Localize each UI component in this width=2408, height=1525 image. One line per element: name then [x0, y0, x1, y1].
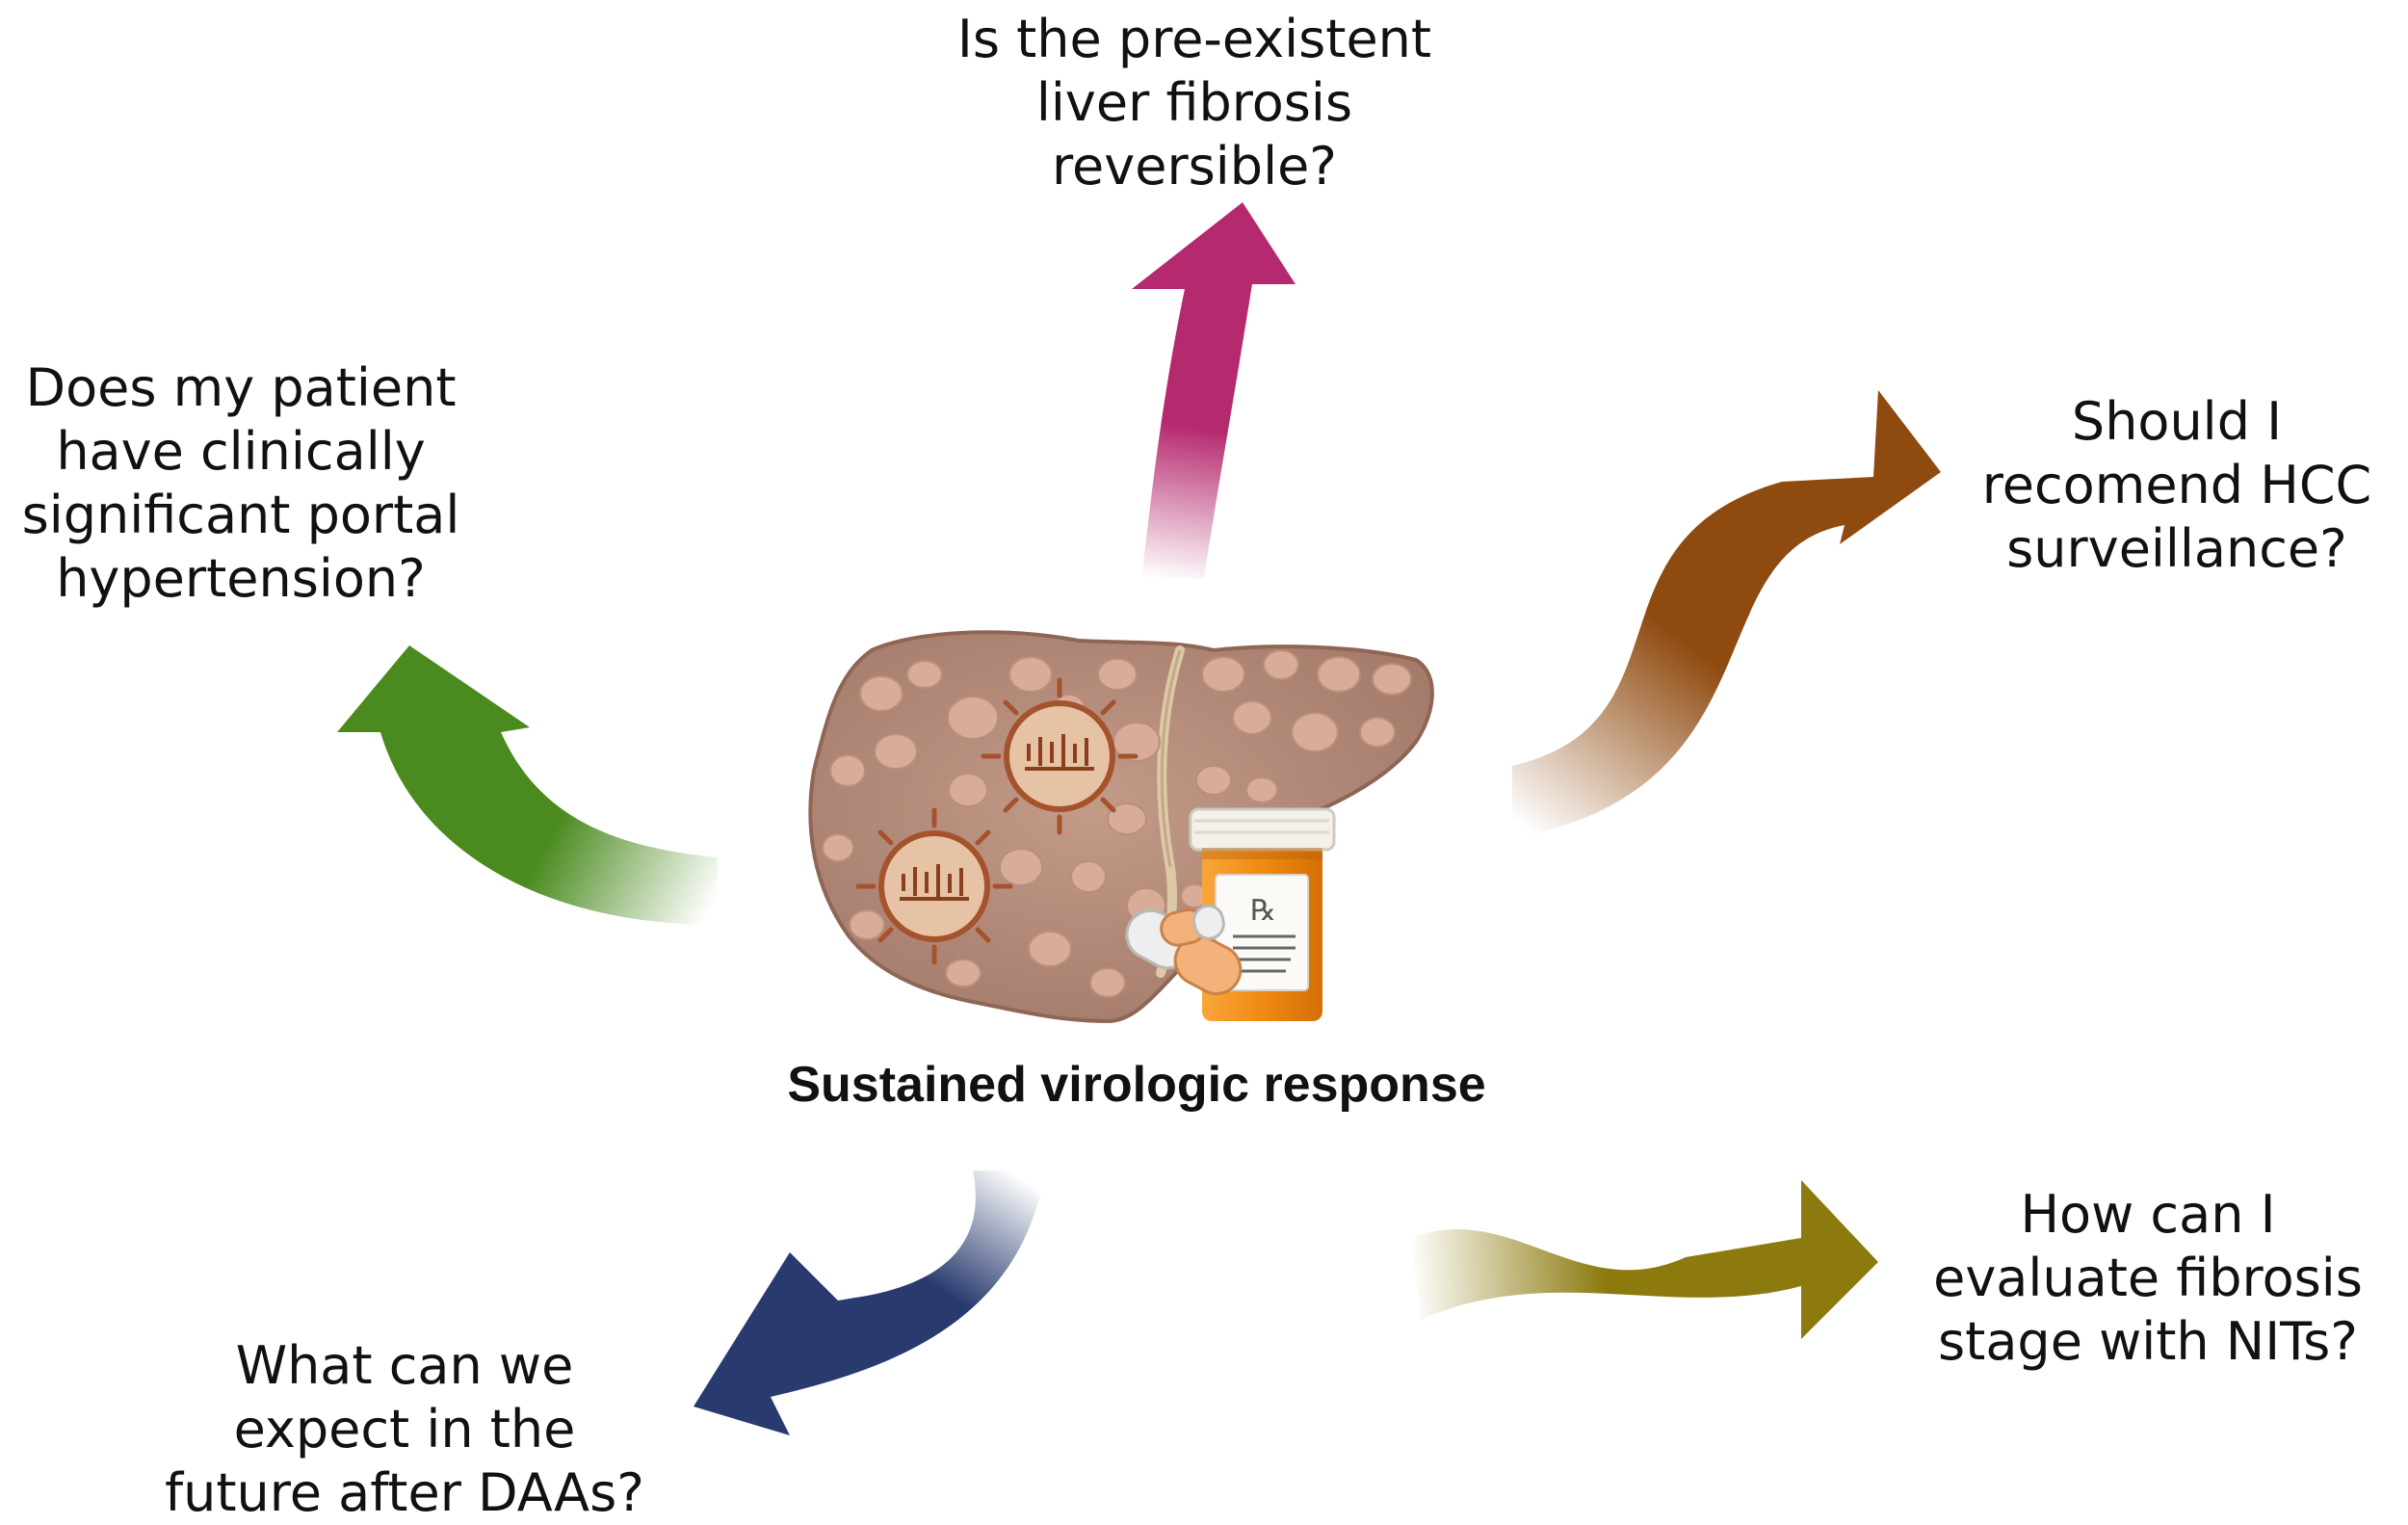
question-line: have clinically [56, 421, 426, 482]
question-line: Should I [2071, 391, 2283, 452]
arrow-to-portal-hypertension-question [337, 645, 718, 925]
question-line: liver fibrosis [1035, 72, 1353, 133]
center-label: Sustained virologic response [787, 1057, 1486, 1113]
rx-symbol: ℞ [1250, 894, 1276, 928]
question-line: significant portal [21, 485, 460, 545]
liver-nodules [822, 649, 1412, 998]
fibrosis-staging-nits-question: How can I evaluate fibrosis stage with N… [1888, 1183, 2408, 1374]
arrow-to-nits-question [1411, 1180, 1878, 1339]
question-line: future after DAAs? [165, 1462, 644, 1523]
question-line: reversible? [1052, 136, 1337, 197]
arrow-to-future-question [694, 1170, 1045, 1435]
question-line: expect in the [233, 1399, 576, 1459]
liver-icon [808, 630, 1434, 1024]
question-line: How can I [2020, 1184, 2276, 1245]
question-line: surveillance? [2006, 518, 2347, 579]
arrow-to-fibrosis-question [1132, 202, 1296, 578]
question-line: What can we [235, 1335, 574, 1396]
arrow-to-hcc-surveillance-question [1512, 390, 1941, 838]
question-line: recomend HCC [1981, 455, 2372, 515]
question-line: stage with NITs? [1938, 1311, 2358, 1372]
capsule-icon [1160, 904, 1225, 947]
portal-hypertension-question: Does my patient have clinically signific… [0, 356, 482, 611]
question-line: evaluate fibrosis [1933, 1248, 2363, 1308]
hcc-surveillance-question: Should I recomend HCC surveillance? [1946, 390, 2408, 581]
question-line: hypertension? [56, 548, 426, 609]
virus-icon [855, 807, 1013, 965]
virus-icon [981, 677, 1139, 835]
future-after-daas-question: What can we expect in the future after D… [116, 1334, 694, 1525]
question-line: Does my patient [25, 357, 457, 418]
fibrosis-reversible-question: Is the pre-existent liver fibrosis rever… [848, 8, 1541, 198]
question-line: Is the pre-existent [956, 9, 1432, 69]
